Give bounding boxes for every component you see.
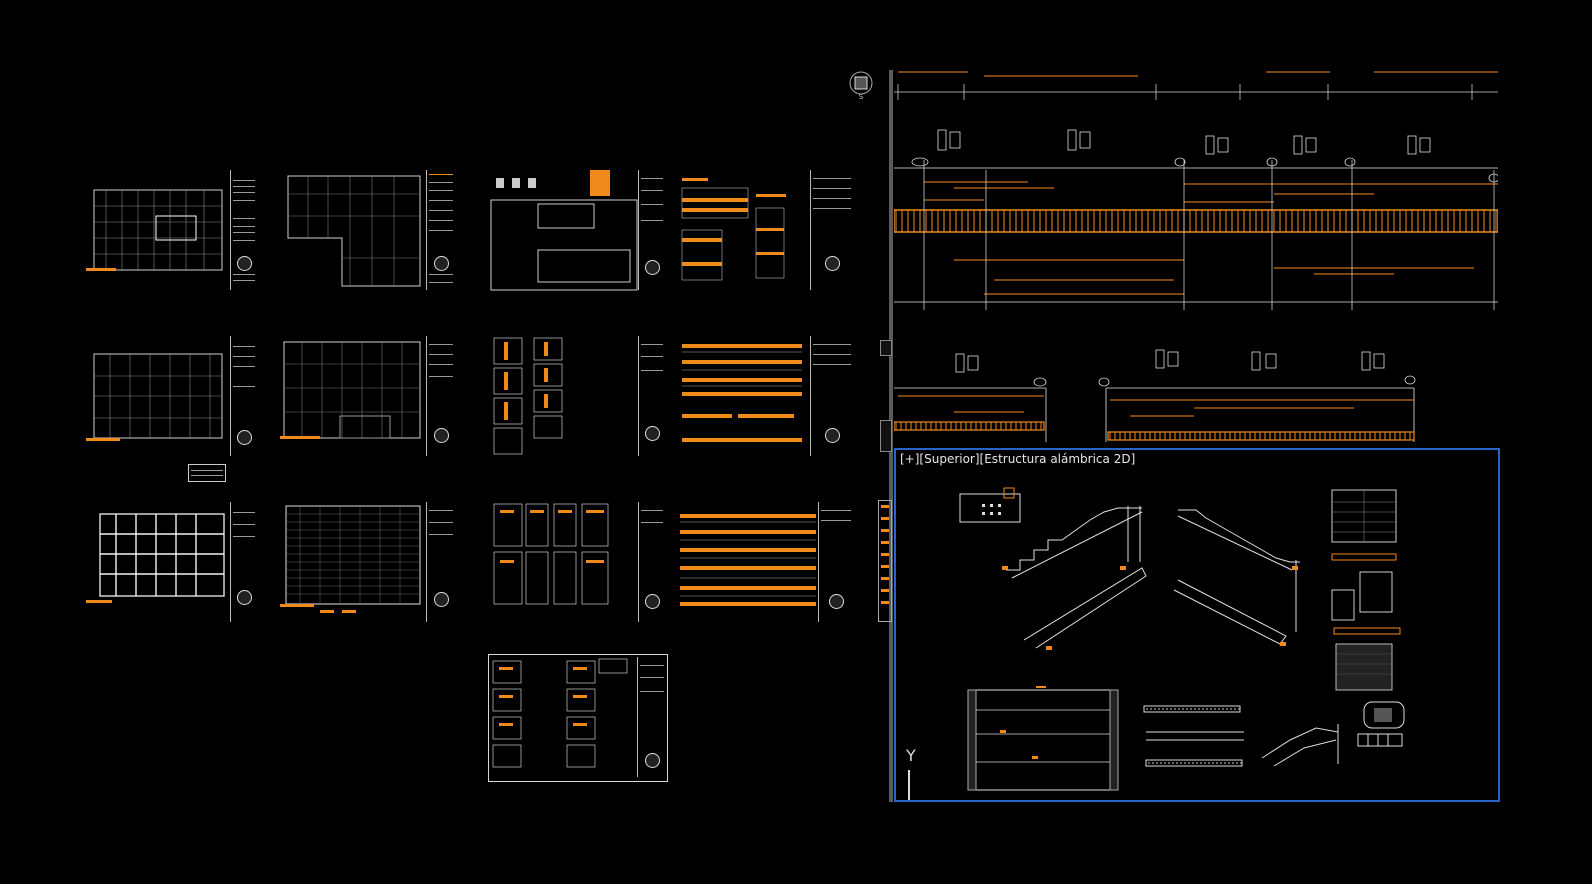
drawing-sheet-beams-2[interactable]	[678, 334, 854, 458]
drawing-sheet-floor-plan-3[interactable]	[86, 500, 258, 624]
drawing-sheet-details-4[interactable]	[488, 654, 668, 782]
details-sheet-graphic	[490, 170, 638, 291]
drawing-sheet-column-details-2[interactable]	[490, 334, 666, 458]
beam-elevation-viewport[interactable]	[894, 70, 1498, 448]
ucs-icon: Y	[906, 746, 916, 765]
drawing-sheet-column-details-3[interactable]	[490, 500, 666, 624]
drawing-sheet-slab-plan-2[interactable]	[280, 334, 456, 458]
drawing-sheet-foundation-plan-1[interactable]	[280, 168, 456, 292]
drawing-sheet-beams-1[interactable]	[678, 168, 854, 292]
viewcube-compass-icon[interactable]: S	[846, 70, 876, 100]
svg-text:S: S	[859, 93, 864, 100]
drawing-sheet-floor-plan-2[interactable]	[86, 334, 258, 458]
floor-plan-grid	[86, 513, 225, 603]
drawing-sheet-beams-3[interactable]	[678, 500, 854, 624]
details-sheet-graphic	[492, 658, 628, 768]
beam-elevations-graphic	[680, 514, 816, 606]
slab-reinforcement-graphic	[280, 505, 421, 613]
legend-box	[188, 464, 226, 482]
drawing-sheet-floor-plan-1[interactable]	[86, 168, 258, 292]
slab-plan-grid	[280, 341, 421, 439]
beam-elevation-drawing	[894, 71, 1498, 442]
column-details-graphic	[493, 503, 609, 605]
viewport-thumbnail-strip[interactable]	[878, 500, 892, 622]
active-viewport[interactable]: [+][Superior][Estructura alámbrica 2D]	[894, 448, 1500, 802]
drawing-sheet-slab-reinforcement-3[interactable]	[280, 500, 456, 624]
splitter-handle[interactable]	[880, 340, 892, 356]
viewport-controls-label[interactable]: [+][Superior][Estructura alámbrica 2D]	[900, 452, 1136, 466]
splitter-handle[interactable]	[880, 420, 892, 452]
foundation-plan-grid	[287, 175, 421, 287]
drawing-sheet-details-1[interactable]	[490, 168, 666, 292]
column-details-graphic	[493, 337, 563, 455]
ucs-axis-line	[908, 770, 910, 800]
floor-plan-grid	[86, 353, 223, 441]
model-space-drawing-area[interactable]	[0, 0, 880, 884]
ucs-axis-label: Y	[906, 746, 916, 765]
stair-details-drawing	[959, 487, 1405, 791]
beam-elevations-graphic	[682, 344, 802, 442]
floor-plan-grid	[86, 189, 223, 271]
beam-details-graphic	[681, 178, 786, 281]
